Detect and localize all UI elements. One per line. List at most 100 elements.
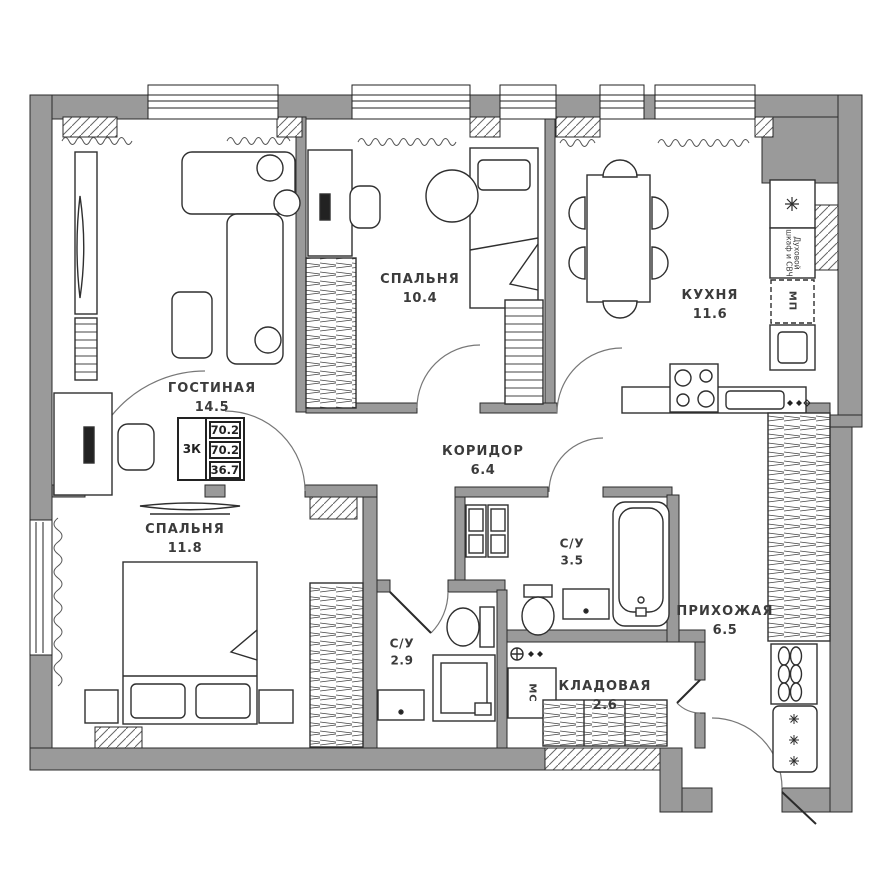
coffee-table bbox=[171, 291, 213, 359]
door-leaves bbox=[389, 591, 817, 825]
sink-basin bbox=[725, 390, 785, 410]
wardrobe-bedroom-left bbox=[309, 582, 364, 748]
shelf-bedroom-top bbox=[504, 299, 544, 405]
door-entry-leaf bbox=[781, 791, 817, 825]
room-label-bedroom-top: СПАЛЬНЯ 10.4 bbox=[380, 271, 460, 309]
door-bath-29-leaf bbox=[389, 591, 432, 634]
room-name: ПРИХОЖАЯ bbox=[676, 604, 774, 620]
dining-table bbox=[568, 159, 669, 319]
room-label-corridor: КОРИДОР 6.4 bbox=[442, 443, 524, 481]
toilet-bath-35 bbox=[521, 584, 555, 636]
window-small-2 bbox=[599, 84, 645, 120]
dishwasher-label: МП bbox=[786, 290, 798, 312]
apartment-areas: 70.2 70.2 36.7 bbox=[207, 419, 243, 479]
storage-shelves bbox=[542, 699, 668, 747]
room-area: 10.4 bbox=[402, 291, 438, 306]
room-label-bedroom-left: СПАЛЬНЯ 11.8 bbox=[145, 521, 225, 559]
room-area: 6.4 bbox=[470, 463, 496, 478]
chair bbox=[602, 300, 638, 319]
room-area: 2.9 bbox=[390, 654, 414, 668]
room-label-storage: КЛАДОВАЯ 2.6 bbox=[559, 678, 652, 716]
dishwasher-box bbox=[770, 279, 815, 324]
hatched-blocks bbox=[62, 116, 839, 771]
desk-living bbox=[53, 392, 155, 496]
door-storage-leaf bbox=[676, 679, 701, 704]
hob-4-burners bbox=[669, 363, 719, 413]
room-name: С/У bbox=[559, 536, 585, 551]
oven-cabinet bbox=[769, 227, 816, 279]
window-bedroom-left bbox=[29, 519, 53, 656]
door-arcs bbox=[84, 344, 783, 789]
walls-layer bbox=[29, 94, 863, 813]
room-name: КУХНЯ bbox=[681, 288, 739, 304]
pillow bbox=[273, 189, 301, 217]
room-name: С/У bbox=[389, 636, 415, 651]
window-small-1 bbox=[499, 84, 557, 120]
room-label-kitchen: КУХНЯ 11.6 bbox=[681, 287, 738, 325]
bathtub bbox=[612, 501, 670, 627]
area-reduced: 70.2 bbox=[208, 441, 241, 459]
bookshelf bbox=[74, 317, 98, 381]
vent-shafts bbox=[465, 504, 509, 558]
pillow bbox=[254, 326, 282, 354]
room-name: СПАЛЬНЯ bbox=[380, 272, 460, 288]
area-living: 36.7 bbox=[208, 461, 241, 479]
room-label-bath-29: С/У 2.9 bbox=[390, 636, 415, 671]
window-kitchen bbox=[654, 84, 756, 120]
oven-microwave-label: Духовой шкаф и СВЧ bbox=[784, 229, 802, 277]
apartment-type: 3К bbox=[179, 419, 207, 479]
sofa bbox=[181, 151, 301, 365]
sink-bath-29 bbox=[377, 689, 425, 721]
faucet-icon bbox=[787, 399, 811, 407]
curtain-lines bbox=[53, 137, 750, 687]
room-label-hall: ПРИХОЖАЯ 6.5 bbox=[676, 603, 773, 641]
room-name: КОРИДОР bbox=[442, 444, 524, 460]
nightstand bbox=[258, 689, 294, 724]
apartment-info-table: 3К 70.2 70.2 36.7 bbox=[177, 417, 245, 481]
shower bbox=[432, 654, 496, 722]
hob-asterisk-icon bbox=[785, 197, 799, 211]
toilet-bath-29 bbox=[446, 606, 495, 648]
door-bath-29-arc bbox=[430, 591, 449, 634]
shoe-cabinet bbox=[770, 643, 818, 705]
room-area: 3.5 bbox=[560, 554, 584, 568]
tv-bedroom-left bbox=[139, 502, 241, 515]
hall-wardrobe bbox=[772, 705, 818, 773]
room-label-bath-35: С/У 3.5 bbox=[560, 536, 585, 571]
kitchen-column bbox=[769, 179, 816, 407]
room-label-living: ГОСТИНАЯ 14.5 bbox=[168, 380, 256, 418]
hall-closet bbox=[767, 412, 831, 642]
room-area: 6.5 bbox=[712, 623, 738, 638]
chair bbox=[568, 196, 586, 230]
windows-layer bbox=[29, 84, 756, 656]
area-total: 70.2 bbox=[208, 421, 241, 439]
chair bbox=[651, 246, 669, 280]
kitchen-counter bbox=[621, 363, 807, 414]
tv-stand-living bbox=[74, 151, 98, 315]
door-kitchen bbox=[556, 347, 623, 414]
room-name: СПАЛЬНЯ bbox=[145, 522, 225, 538]
room-name: ГОСТИНАЯ bbox=[167, 381, 257, 397]
pillow bbox=[130, 683, 186, 719]
rug bbox=[425, 169, 479, 223]
chair bbox=[651, 196, 669, 230]
office-chair bbox=[349, 185, 381, 229]
sink-cabinet bbox=[769, 324, 816, 371]
wardrobe-bedroom-top bbox=[305, 257, 357, 409]
door-entry-arc bbox=[711, 717, 783, 789]
room-area: 11.6 bbox=[692, 307, 728, 322]
room-area: 2.6 bbox=[592, 698, 618, 713]
wardrobe-asterisk-icon bbox=[789, 714, 799, 766]
bed-double bbox=[122, 561, 258, 725]
window-bedroom-top bbox=[351, 84, 471, 120]
pillow bbox=[195, 683, 251, 719]
room-name: КЛАДОВАЯ bbox=[558, 679, 652, 695]
chair bbox=[568, 246, 586, 280]
pillow bbox=[256, 154, 284, 182]
door-storage-arc bbox=[676, 702, 701, 714]
door-bedroom-top bbox=[416, 344, 481, 409]
nightstand bbox=[84, 689, 119, 724]
bed-single bbox=[469, 147, 539, 309]
